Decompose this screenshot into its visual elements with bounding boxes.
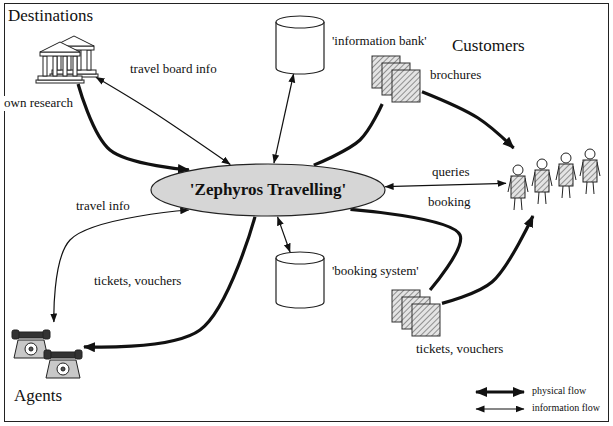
document-stack: brochures: [372, 56, 422, 104]
node-label: 'information bank': [332, 34, 427, 49]
flow-label: queries: [430, 165, 472, 180]
information-flow-arrow: [385, 183, 506, 186]
document-stack-drawing: [372, 56, 422, 104]
flow-label: travel info: [74, 199, 132, 214]
legend-thin-arrow: [476, 408, 524, 409]
legend-text: physical flow: [532, 385, 586, 397]
flow-label: own research: [2, 96, 75, 111]
destinations-icon: Destinations: [36, 34, 96, 84]
agents-icon-drawing: [12, 322, 84, 382]
database-cylinder-drawing: [276, 252, 324, 308]
flow-label: booking: [426, 195, 473, 210]
node-label: Agents: [14, 386, 62, 406]
document-stack: tickets, vouchers: [392, 290, 442, 338]
legend-text: information flow: [532, 402, 600, 414]
flow-label: travel board info: [128, 62, 219, 77]
physical-flow-arrow: [84, 217, 255, 347]
node-label: tickets, vouchers: [416, 342, 503, 357]
physical-flow-arrow: [422, 92, 514, 148]
database-cylinder-drawing: [276, 16, 324, 74]
node-label: Customers: [452, 36, 525, 56]
customers-icon-drawing: [506, 148, 602, 216]
information-flow-arrow: [278, 217, 290, 252]
physical-flow-arrow: [442, 216, 533, 303]
customers-icon: Customers: [506, 148, 602, 216]
database-cylinder: 'information bank': [276, 16, 324, 74]
physical-flow-arrow: [78, 84, 189, 170]
information-flow-arrow: [54, 210, 189, 322]
node-label: Destinations: [8, 6, 93, 26]
agents-icon: Agents: [12, 322, 84, 382]
legend-thick-arrow: [476, 390, 524, 393]
frame-border: [5, 4, 609, 422]
node-label: brochures: [430, 68, 481, 83]
node-label: 'booking system': [332, 264, 419, 279]
destinations-icon-drawing: [36, 34, 96, 84]
document-stack-drawing: [392, 290, 442, 338]
information-flow-arrow: [96, 77, 230, 164]
database-cylinder: 'booking system': [276, 252, 324, 308]
node-label: 'Zephyros Travelling': [190, 180, 346, 200]
company-ellipse: 'Zephyros Travelling': [150, 163, 386, 217]
information-flow-arrow: [274, 74, 294, 163]
physical-flow-arrow: [314, 104, 382, 165]
flow-label: tickets, vouchers: [92, 274, 183, 289]
